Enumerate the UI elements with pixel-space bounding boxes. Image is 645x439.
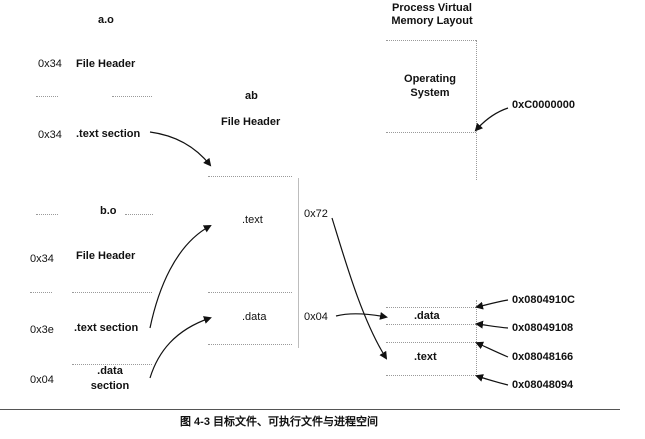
b-o-divider-right	[72, 292, 152, 293]
b-o-data-label-line1: .data	[97, 365, 123, 377]
vm-os-boundary	[386, 132, 476, 133]
b-o-header-label: File Header	[76, 250, 136, 262]
arrow-b-data-to-ab	[149, 316, 212, 379]
vm-right-edge	[476, 40, 477, 180]
vm-addr-3: 0x08048166	[512, 351, 574, 363]
b-o-top-divider-left	[36, 214, 58, 215]
vm-lower-right-edge	[476, 300, 477, 376]
ab-right-edge	[298, 178, 299, 348]
ab-data-label: .data	[242, 311, 267, 323]
vm-data-top	[386, 307, 476, 308]
a-o-header-offset: 0x34	[38, 58, 62, 70]
a-o-title: a.o	[98, 14, 114, 26]
arrow-b-text-to-ab	[149, 225, 212, 329]
arrow-addr-4	[475, 374, 509, 386]
arrow-ab-data-to-vm	[335, 311, 388, 320]
vm-addr-2: 0x08049108	[512, 322, 574, 334]
vm-title-line2: Memory Layout	[391, 15, 473, 27]
a-o-text-label: .text section	[76, 128, 141, 140]
arrow-a-text-to-ab	[149, 131, 212, 167]
caption-rule	[0, 409, 620, 410]
arrow-addr-3	[475, 341, 509, 358]
b-o-text-label: .text section	[74, 322, 139, 334]
ab-data-size: 0x04	[304, 311, 328, 323]
vm-addr-4: 0x08048094	[512, 379, 574, 391]
ab-text-label: .text	[242, 214, 263, 226]
ab-title: ab	[245, 90, 258, 102]
vm-title-line1: Process Virtual	[392, 2, 472, 14]
vm-addr-os: 0xC0000000	[512, 99, 576, 111]
vm-os-line2: System	[410, 87, 450, 99]
b-o-divider-left	[30, 292, 52, 293]
vm-addr-1: 0x0804910C	[512, 294, 576, 306]
vm-data-label: .data	[414, 310, 440, 322]
ab-text-size: 0x72	[304, 208, 328, 220]
vm-text-bottom	[386, 375, 476, 376]
b-o-divider-bottom	[72, 364, 152, 365]
a-o-text-offset: 0x34	[38, 129, 62, 141]
ab-header-divider	[208, 176, 292, 177]
arrow-addr-1	[475, 299, 509, 310]
a-o-divider-right	[112, 96, 152, 97]
b-o-title: b.o	[100, 205, 117, 217]
b-o-top-divider-right	[125, 214, 153, 215]
b-o-data-offset: 0x04	[30, 374, 54, 386]
ab-bottom-divider	[208, 344, 292, 345]
arrow-ab-text-to-vm	[331, 217, 388, 360]
b-o-header-offset: 0x34	[30, 253, 54, 265]
vm-text-label: .text	[414, 351, 437, 363]
b-o-text-offset: 0x3e	[30, 324, 54, 336]
b-o-data-label-line2: section	[90, 380, 130, 392]
figure-caption: 图 4-3 目标文件、可执行文件与进程空间	[180, 416, 379, 428]
arrow-addr-2	[475, 320, 509, 329]
vm-text-top	[386, 342, 476, 343]
ab-header-label: File Header	[221, 116, 281, 128]
arrow-addr-os	[474, 107, 509, 132]
ab-text-data-divider	[208, 292, 292, 293]
a-o-header-label: File Header	[76, 58, 136, 70]
a-o-divider-left	[36, 96, 58, 97]
vm-top-border	[386, 40, 476, 41]
vm-os-line1: Operating	[404, 73, 456, 85]
vm-data-bottom	[386, 324, 476, 325]
